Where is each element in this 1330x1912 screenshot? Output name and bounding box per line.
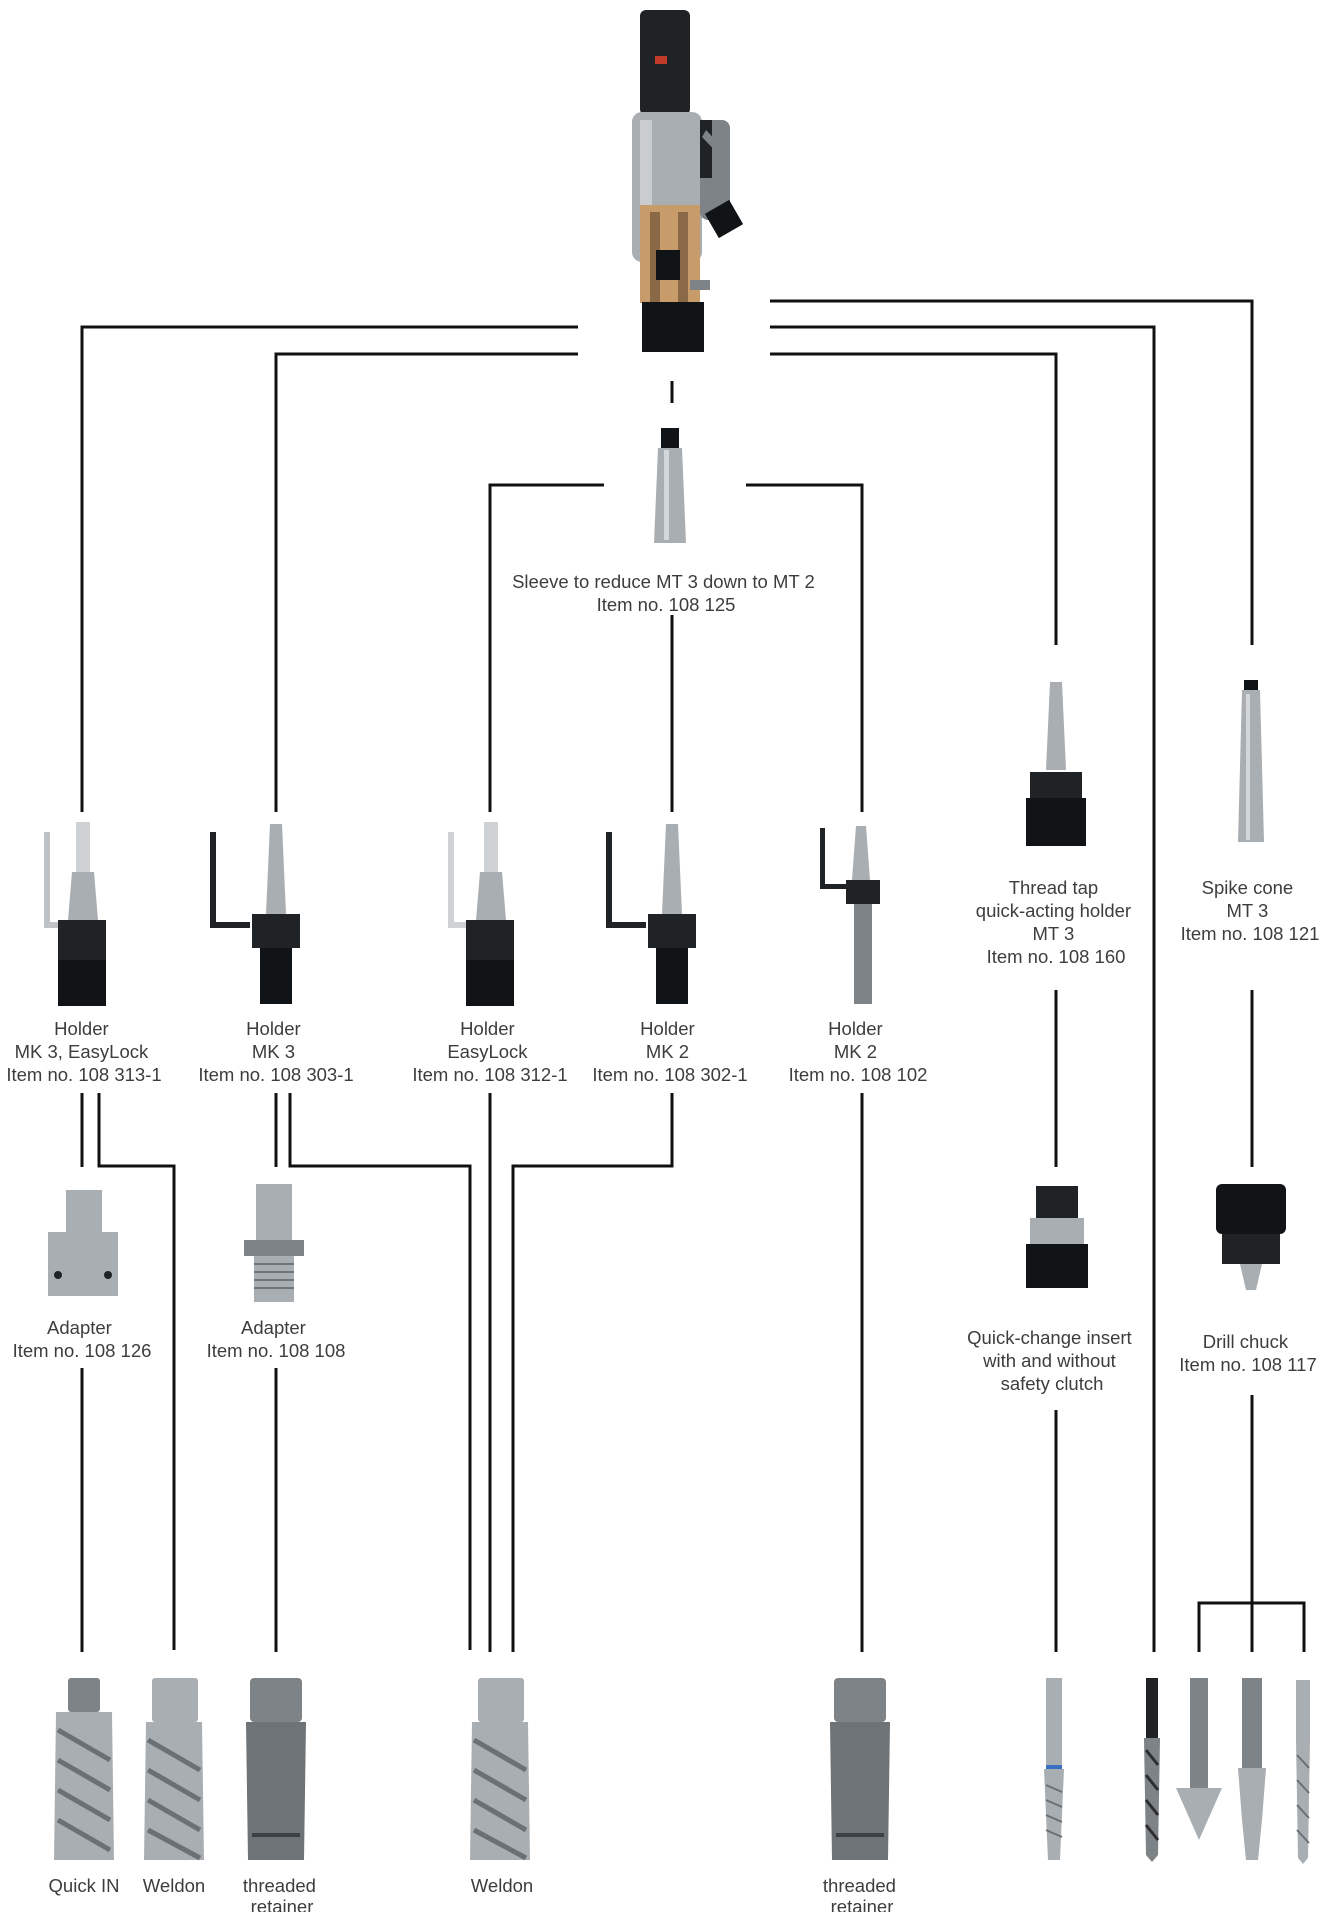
label-line: Item no. 108 108	[207, 1340, 346, 1361]
adapter-126-label: Adapter Item no. 108 126	[13, 1317, 152, 1361]
label-line: Adapter	[47, 1317, 112, 1338]
label-line: MK 3	[252, 1041, 295, 1062]
twist-drill-icon	[1144, 1678, 1160, 1862]
label-line: Item no. 108 303-1	[198, 1064, 353, 1085]
cutter-weldon-2-label: Weldon	[471, 1875, 533, 1896]
core-cutter-weldon-icon	[144, 1678, 204, 1860]
label-line: Item no. 108 312-1	[412, 1064, 567, 1085]
drill-chuck-icon	[1216, 1184, 1286, 1290]
label-line: Item no. 108 102	[789, 1064, 928, 1085]
label-line: Quick IN	[49, 1875, 120, 1896]
holder-easylock-mk3-label: Holder MK 3, EasyLock Item no. 108 313-1	[6, 1018, 161, 1085]
label-line: Quick-change insert	[967, 1327, 1132, 1348]
label-line: MT 3	[1227, 900, 1269, 921]
drill-bit-icon	[1296, 1680, 1310, 1864]
label-line: Item no. 108 121	[1181, 923, 1320, 944]
adapter-108-icon	[244, 1184, 304, 1302]
holder-mk2-102-icon	[820, 826, 880, 1004]
label-line: MK 2	[646, 1041, 689, 1062]
spike-cone-icon	[1238, 680, 1264, 842]
label-line: MT 3	[1033, 923, 1075, 944]
quick-change-insert-label: Quick-change insert with and without saf…	[967, 1327, 1137, 1394]
label-line: Drill chuck	[1203, 1331, 1289, 1352]
spike-cone-label: Spike cone MT 3 Item no. 108 121	[1181, 877, 1320, 944]
cutter-threaded-retainer-2-label: threaded retainer	[823, 1875, 901, 1912]
label-line: Weldon	[143, 1875, 205, 1896]
label-line: Spike cone	[1202, 877, 1294, 898]
sleeve-label: Sleeve to reduce MT 3 down to MT 2 Item …	[512, 571, 820, 615]
step-drill-icon	[1238, 1678, 1266, 1860]
label-line: Holder	[54, 1018, 109, 1039]
drill-chuck-label: Drill chuck Item no. 108 117	[1179, 1331, 1316, 1375]
sleeve-label-line: Item no. 108 125	[597, 594, 736, 615]
countersink-icon	[1176, 1678, 1222, 1840]
label-line: Holder	[246, 1018, 301, 1039]
label-line: Holder	[828, 1018, 883, 1039]
label-line: retainer	[251, 1896, 314, 1912]
label-line: threaded	[243, 1875, 316, 1896]
cutter-quick-in-label: Quick IN	[49, 1875, 120, 1896]
label-line: Item no. 108 160	[987, 946, 1126, 967]
holder-mk2-302-icon	[606, 824, 696, 1004]
magnetic-drill-machine-icon	[632, 10, 743, 352]
core-cutter-weldon-2-icon	[470, 1678, 530, 1860]
thread-tap-icon	[1044, 1678, 1064, 1860]
holder-mk2-302-label: Holder MK 2 Item no. 108 302-1	[592, 1018, 747, 1085]
core-cutter-threaded-retainer-icon	[246, 1678, 306, 1860]
label-line: EasyLock	[447, 1041, 528, 1062]
holder-mk3-icon	[210, 824, 300, 1004]
label-line: Item no. 108 117	[1179, 1354, 1316, 1375]
adapter-126-icon	[48, 1190, 118, 1296]
holder-mk2-102-label: Holder MK 2 Item no. 108 102	[789, 1018, 928, 1085]
reduction-sleeve-icon	[654, 428, 686, 543]
thread-tap-holder-label: Thread tap quick-acting holder MT 3 Item…	[976, 877, 1136, 967]
label-line: MK 2	[834, 1041, 877, 1062]
label-line: Holder	[460, 1018, 515, 1039]
holder-easylock-icon	[448, 822, 514, 1006]
label-line: threaded	[823, 1875, 896, 1896]
label-line: Item no. 108 302-1	[592, 1064, 747, 1085]
label-line: Holder	[640, 1018, 695, 1039]
core-cutter-threaded-retainer-2-icon	[830, 1678, 890, 1860]
adapter-108-label: Adapter Item no. 108 108	[207, 1317, 346, 1361]
label-line: MK 3, EasyLock	[15, 1041, 149, 1062]
sleeve-label-line: Sleeve to reduce MT 3 down to MT 2	[512, 571, 815, 592]
core-cutter-quick-in-icon	[54, 1678, 114, 1860]
thread-tap-holder-icon	[1026, 682, 1086, 846]
label-line: safety clutch	[1001, 1373, 1104, 1394]
holder-easylock-mk3-icon	[44, 822, 106, 1006]
label-line: Thread tap	[1009, 877, 1098, 898]
label-line: with and without	[982, 1350, 1116, 1371]
cutter-weldon-label: Weldon	[143, 1875, 205, 1896]
holder-mk3-label: Holder MK 3 Item no. 108 303-1	[198, 1018, 353, 1085]
label-line: quick-acting holder	[976, 900, 1131, 921]
holder-easylock-label: Holder EasyLock Item no. 108 312-1	[412, 1018, 567, 1085]
label-line: Item no. 108 313-1	[6, 1064, 161, 1085]
label-line: Item no. 108 126	[13, 1340, 152, 1361]
label-line: retainer	[831, 1896, 894, 1912]
label-line: Weldon	[471, 1875, 533, 1896]
cutter-threaded-retainer-label: threaded retainer	[243, 1875, 321, 1912]
label-line: Adapter	[241, 1317, 306, 1338]
quick-change-insert-icon	[1026, 1186, 1088, 1288]
